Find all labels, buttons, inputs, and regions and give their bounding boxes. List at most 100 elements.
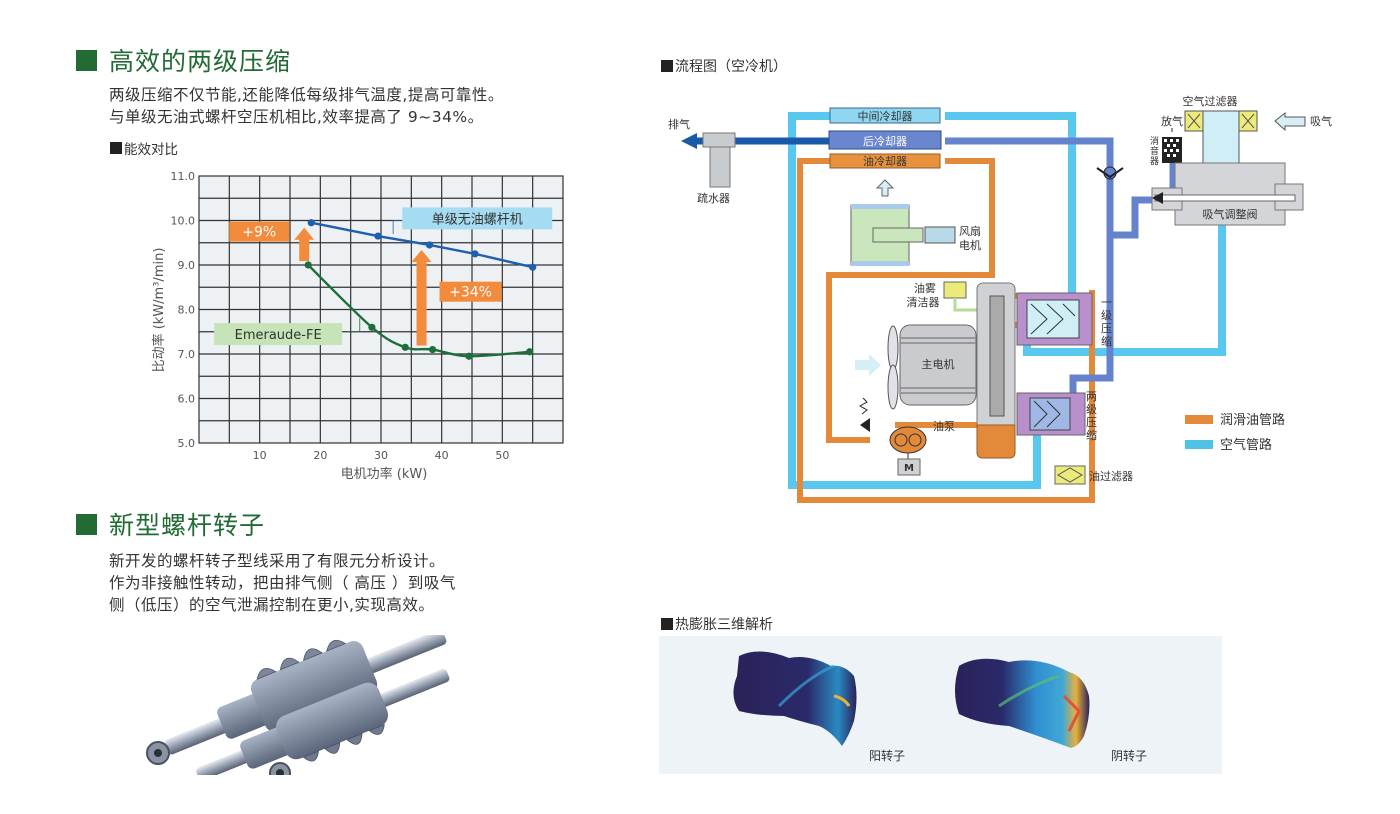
annotation-arrow-shaft: [416, 259, 427, 346]
female-rotor-label: 阴转子: [1111, 748, 1147, 763]
legend-label-emeraude: Emeraude-FE: [235, 328, 322, 343]
description-line: 新开发的螺杆转子型线采用了有限元分析设计。: [109, 552, 446, 570]
pump-motor-label: M: [904, 463, 914, 474]
oil-mist-cleaner-box: [943, 281, 967, 299]
legend-leader-line: [392, 220, 403, 234]
y-tick-label: 6.0: [178, 393, 196, 406]
description-line: 与单级无油式螺杆空压机相比,效率提高了 9~34%。: [109, 108, 484, 126]
x-tick-label: 20: [313, 449, 327, 462]
main-motor-label: 主电机: [922, 357, 955, 371]
y-tick-label: 9.0: [178, 259, 196, 272]
section-title-text: 新型螺杆转子: [109, 511, 266, 540]
legend-label: 空气管路: [1220, 437, 1272, 453]
heading-square-icon: [661, 60, 673, 72]
title-square-icon: [76, 513, 97, 535]
description-line: 两级压缩不仅节能,还能降低每级排气温度,提高可靠性。: [109, 86, 504, 104]
legend-box-single-stage: [402, 207, 553, 230]
data-point: [425, 241, 434, 249]
flow-heading: 流程图（空冷机）: [661, 56, 787, 76]
silencer-label: 器: [1150, 156, 1159, 167]
data-point: [526, 348, 534, 356]
airflow-up-arrow-icon: [875, 179, 895, 197]
exhaust-label: 排气: [668, 117, 690, 131]
blowoff-label: 放气: [1161, 114, 1183, 128]
drain-trap-body: [709, 146, 731, 188]
legend-swatch-air: [1185, 440, 1213, 449]
data-point: [401, 343, 409, 351]
airflow-right-arrow-icon: [855, 354, 881, 376]
y-axis-label: 比动率 (kW/m³/min): [151, 248, 167, 373]
annotation-arrow-shaft: [299, 237, 310, 261]
annotation-badge: [229, 221, 290, 242]
x-axis-label: 电机功率 (kW): [341, 466, 428, 482]
x-tick-label: 40: [435, 449, 449, 462]
data-point: [307, 219, 315, 227]
y-tick-labels: 5.06.07.08.09.010.011.0: [171, 170, 196, 450]
chart-series: [304, 219, 537, 360]
relief-valve-icon: [860, 418, 870, 432]
section-title-rotor: 新型螺杆转子: [76, 506, 265, 542]
oil-cooler-box: [829, 153, 941, 169]
thermal-panel: 阳转子 阴转子: [659, 636, 1222, 774]
pump-motor-box: [897, 458, 921, 476]
male-rotor-image: [733, 651, 857, 746]
screw-rotor-image: [146, 635, 450, 775]
intercooler-box: [829, 107, 941, 124]
section-title-two-stage: 高效的两级压缩: [76, 42, 291, 78]
silencer-label: 音: [1150, 145, 1159, 157]
stage1-label: 级: [1101, 309, 1112, 322]
chart-heading: 能效对比: [110, 138, 178, 158]
legend-label-single-stage: 单级无油螺杆机: [432, 212, 523, 227]
air-filter-label: 空气过滤器: [1183, 94, 1238, 108]
data-point: [471, 250, 479, 258]
chart-heading-text: 能效对比: [124, 142, 178, 158]
aftercooler-box: [828, 130, 942, 150]
section2-description: 新开发的螺杆转子型线采用了有限元分析设计。 作为非接触性转动，把由排气侧（ 高压…: [109, 550, 456, 616]
stage2-label: 级: [1086, 403, 1097, 416]
stage1-label: 缩: [1101, 335, 1112, 348]
oil-filter-box: [1054, 465, 1086, 485]
air-filter-body: [1202, 110, 1240, 164]
section-title-text: 高效的两级压缩: [109, 47, 292, 76]
flow-legend: 润滑油管路 空气管路: [1185, 412, 1285, 453]
data-point: [428, 345, 437, 354]
y-tick-label: 5.0: [178, 437, 196, 450]
data-point: [529, 263, 537, 271]
flow-heading-text: 流程图（空冷机）: [675, 59, 787, 75]
fan-motor-label: 电机: [959, 238, 981, 252]
motor-fan-icon: [887, 325, 899, 371]
y-tick-label: 11.0: [171, 170, 196, 183]
x-tick-label: 50: [495, 449, 509, 462]
intercooler-label: 中间冷却器: [858, 110, 913, 123]
legend-label: 润滑油管路: [1220, 412, 1285, 428]
legend-box-emeraude: [214, 323, 343, 346]
aftercooler-label: 后冷却器: [863, 135, 907, 148]
description-line: 侧（低压）的空气泄漏控制在更小,实现高效。: [109, 596, 435, 614]
female-rotor-image: [955, 658, 1090, 748]
flow-diagram: 排气 疏水器 中间冷却器 后冷却器 油冷却器 风扇 电机 空气过滤器 吸气 放气: [668, 94, 1332, 503]
intake-valve-body: [1174, 162, 1286, 226]
x-tick-label: 10: [253, 449, 267, 462]
y-tick-label: 7.0: [178, 348, 196, 361]
intake-valve-label: 吸气调整阀: [1203, 207, 1258, 221]
stage1-label: 压: [1101, 322, 1112, 335]
oil-cooler-label: 油冷却器: [863, 154, 907, 168]
stage1-label: 一: [1101, 296, 1112, 309]
oil-pump-label: 油泵: [933, 419, 955, 433]
drain-trap-top: [702, 132, 736, 148]
stage2-label: 压: [1086, 416, 1097, 429]
intake-arrow-icon: [1274, 111, 1306, 132]
data-point: [374, 232, 382, 240]
stage2-label: 两: [1086, 390, 1097, 403]
data-point: [304, 261, 312, 269]
chart-legend: 单级无油螺杆机 Emeraude-FE: [214, 207, 553, 346]
main-motor-body: [899, 324, 977, 406]
thermal-images: 阳转子 阴转子: [733, 651, 1147, 763]
legend-swatch-oil: [1185, 415, 1213, 424]
drain-label: 疏水器: [697, 191, 730, 205]
stage2-label: 缩: [1086, 429, 1097, 442]
y-tick-label: 10.0: [171, 215, 196, 228]
exhaust-arrow-icon: [681, 133, 697, 149]
annotation-arrow-head: [411, 249, 432, 262]
